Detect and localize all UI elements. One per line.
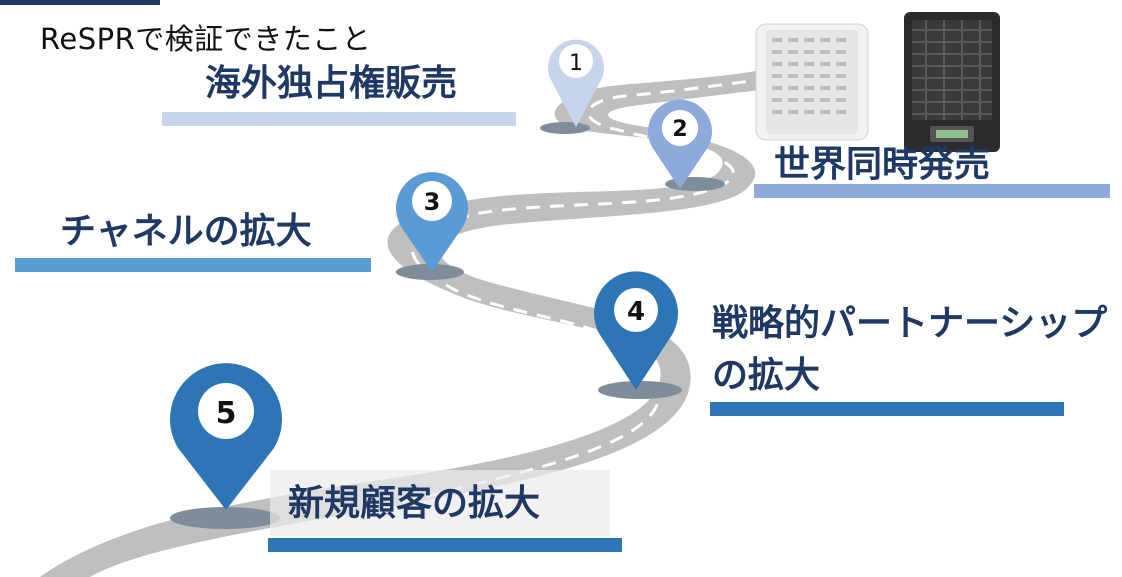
map-pin-5-icon: 5 bbox=[170, 363, 282, 510]
corner-accent bbox=[0, 0, 160, 5]
pin-3-number: 3 bbox=[424, 188, 441, 216]
milestone-1-label: 海外独占権販売 bbox=[205, 63, 458, 104]
road bbox=[40, 70, 762, 577]
milestone-3-underline bbox=[15, 258, 371, 272]
map-pin-2-icon: 2 bbox=[648, 99, 712, 189]
pin-shadow-1 bbox=[540, 122, 590, 134]
milestone-2-underline bbox=[754, 184, 1110, 198]
black-air-purifier-image bbox=[904, 12, 1000, 152]
milestone-5-underline bbox=[268, 538, 622, 552]
milestone-4-label-line1: 戦略的パートナーシップ bbox=[712, 303, 1108, 344]
pin-5-number: 5 bbox=[216, 396, 237, 431]
pin-2-number: 2 bbox=[672, 117, 687, 142]
white-air-purifier-image bbox=[755, 23, 869, 141]
pin-shadow-3 bbox=[396, 264, 464, 280]
map-pin-4-icon: 4 bbox=[594, 271, 678, 390]
milestone-4-underline bbox=[710, 402, 1064, 416]
map-pin-1-icon: 1 bbox=[548, 39, 604, 127]
milestone-5-label: 新規顧客の拡大 bbox=[288, 483, 541, 524]
pin-4-number: 4 bbox=[627, 297, 645, 327]
milestone-3-label: チャネルの拡大 bbox=[60, 211, 312, 252]
pin-shadow-4 bbox=[598, 381, 682, 399]
page-subtitle: ReSPRで検証できたこと bbox=[40, 22, 372, 56]
map-pin-3-icon: 3 bbox=[395, 172, 468, 272]
milestone-4-label-line2: の拡大 bbox=[712, 355, 821, 396]
milestone-2-label: 世界同時発売 bbox=[774, 144, 991, 185]
pin-1-number: 1 bbox=[569, 51, 583, 76]
pin-shadow-5 bbox=[170, 507, 280, 529]
milestone-5-label-backdrop bbox=[270, 470, 610, 536]
milestone-1-underline bbox=[162, 112, 516, 126]
